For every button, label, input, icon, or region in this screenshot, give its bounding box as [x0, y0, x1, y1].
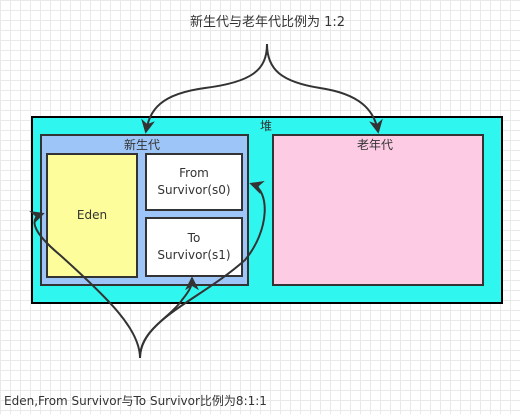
- old-generation-label: 老年代: [357, 138, 394, 152]
- from-survivor-label-line2: Survivor(s0): [157, 183, 231, 197]
- survivor-ratio-text: Eden,From Survivor与To Survivor比例为8:1:1: [4, 394, 267, 408]
- young-generation-label: 新生代: [124, 138, 161, 152]
- arrow-to-from-survivor: [139, 180, 266, 359]
- arrow-to-to-survivor: [139, 276, 199, 359]
- old-generation-box: [272, 134, 484, 286]
- generation-ratio-text: 新生代与老年代比例为 1:2: [190, 15, 346, 30]
- from-survivor-box: From Survivor(s0): [145, 153, 243, 211]
- eden-label: Eden: [76, 208, 108, 222]
- arrow-to-young-generation: [141, 43, 268, 134]
- to-survivor-label-line2: Survivor(s1): [157, 248, 231, 262]
- to-survivor-box: To Survivor(s1): [145, 217, 243, 277]
- to-survivor-label-line1: To: [187, 231, 201, 245]
- arrow-to-old-generation: [266, 43, 383, 134]
- from-survivor-label-line1: From: [179, 166, 209, 180]
- heap-label: 堆: [260, 119, 273, 133]
- arrow-to-eden: [29, 210, 141, 359]
